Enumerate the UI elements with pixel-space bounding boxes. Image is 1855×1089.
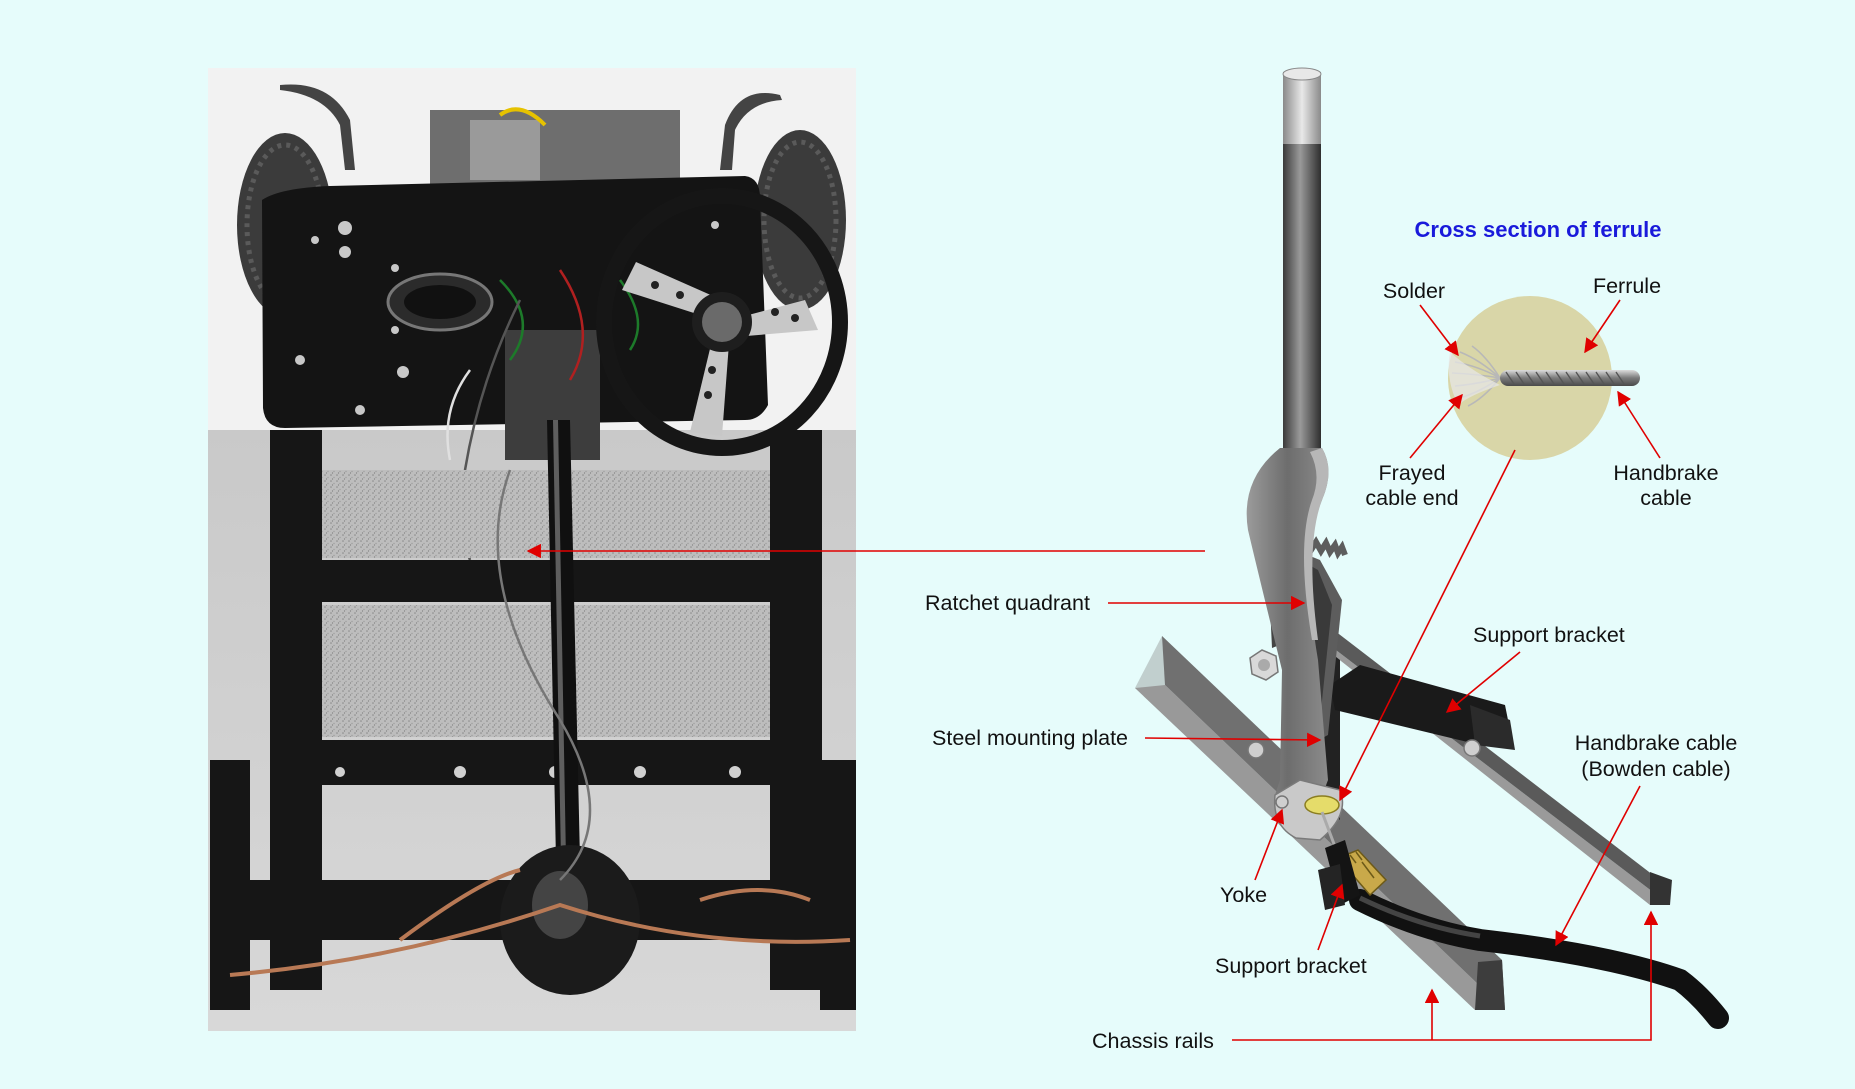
label-bowden-2: (Bowden cable) bbox=[1581, 757, 1730, 781]
label-ferrule: Ferrule bbox=[1593, 274, 1661, 298]
inset-title: Cross section of ferrule bbox=[1415, 217, 1662, 242]
chassis-photo bbox=[208, 68, 856, 1031]
label-support-bracket-top: Support bracket bbox=[1473, 623, 1625, 647]
label-steel-mounting-plate: Steel mounting plate bbox=[932, 726, 1128, 750]
label-support-bracket-bottom: Support bracket bbox=[1215, 954, 1367, 978]
label-solder: Solder bbox=[1383, 279, 1445, 303]
label-handbrake-cable-2: cable bbox=[1640, 486, 1691, 510]
label-bowden-1: Handbrake cable bbox=[1575, 731, 1738, 755]
ferrule-cross-section bbox=[1448, 296, 1640, 460]
label-frayed-2: cable end bbox=[1365, 486, 1458, 510]
label-frayed-1: Frayed bbox=[1379, 461, 1446, 485]
label-yoke: Yoke bbox=[1220, 883, 1267, 907]
label-chassis-rails: Chassis rails bbox=[1092, 1029, 1214, 1053]
label-handbrake-cable-1: Handbrake bbox=[1613, 461, 1718, 485]
support-bracket-top-drawing bbox=[1330, 665, 1515, 750]
label-ratchet-quadrant: Ratchet quadrant bbox=[925, 591, 1090, 615]
